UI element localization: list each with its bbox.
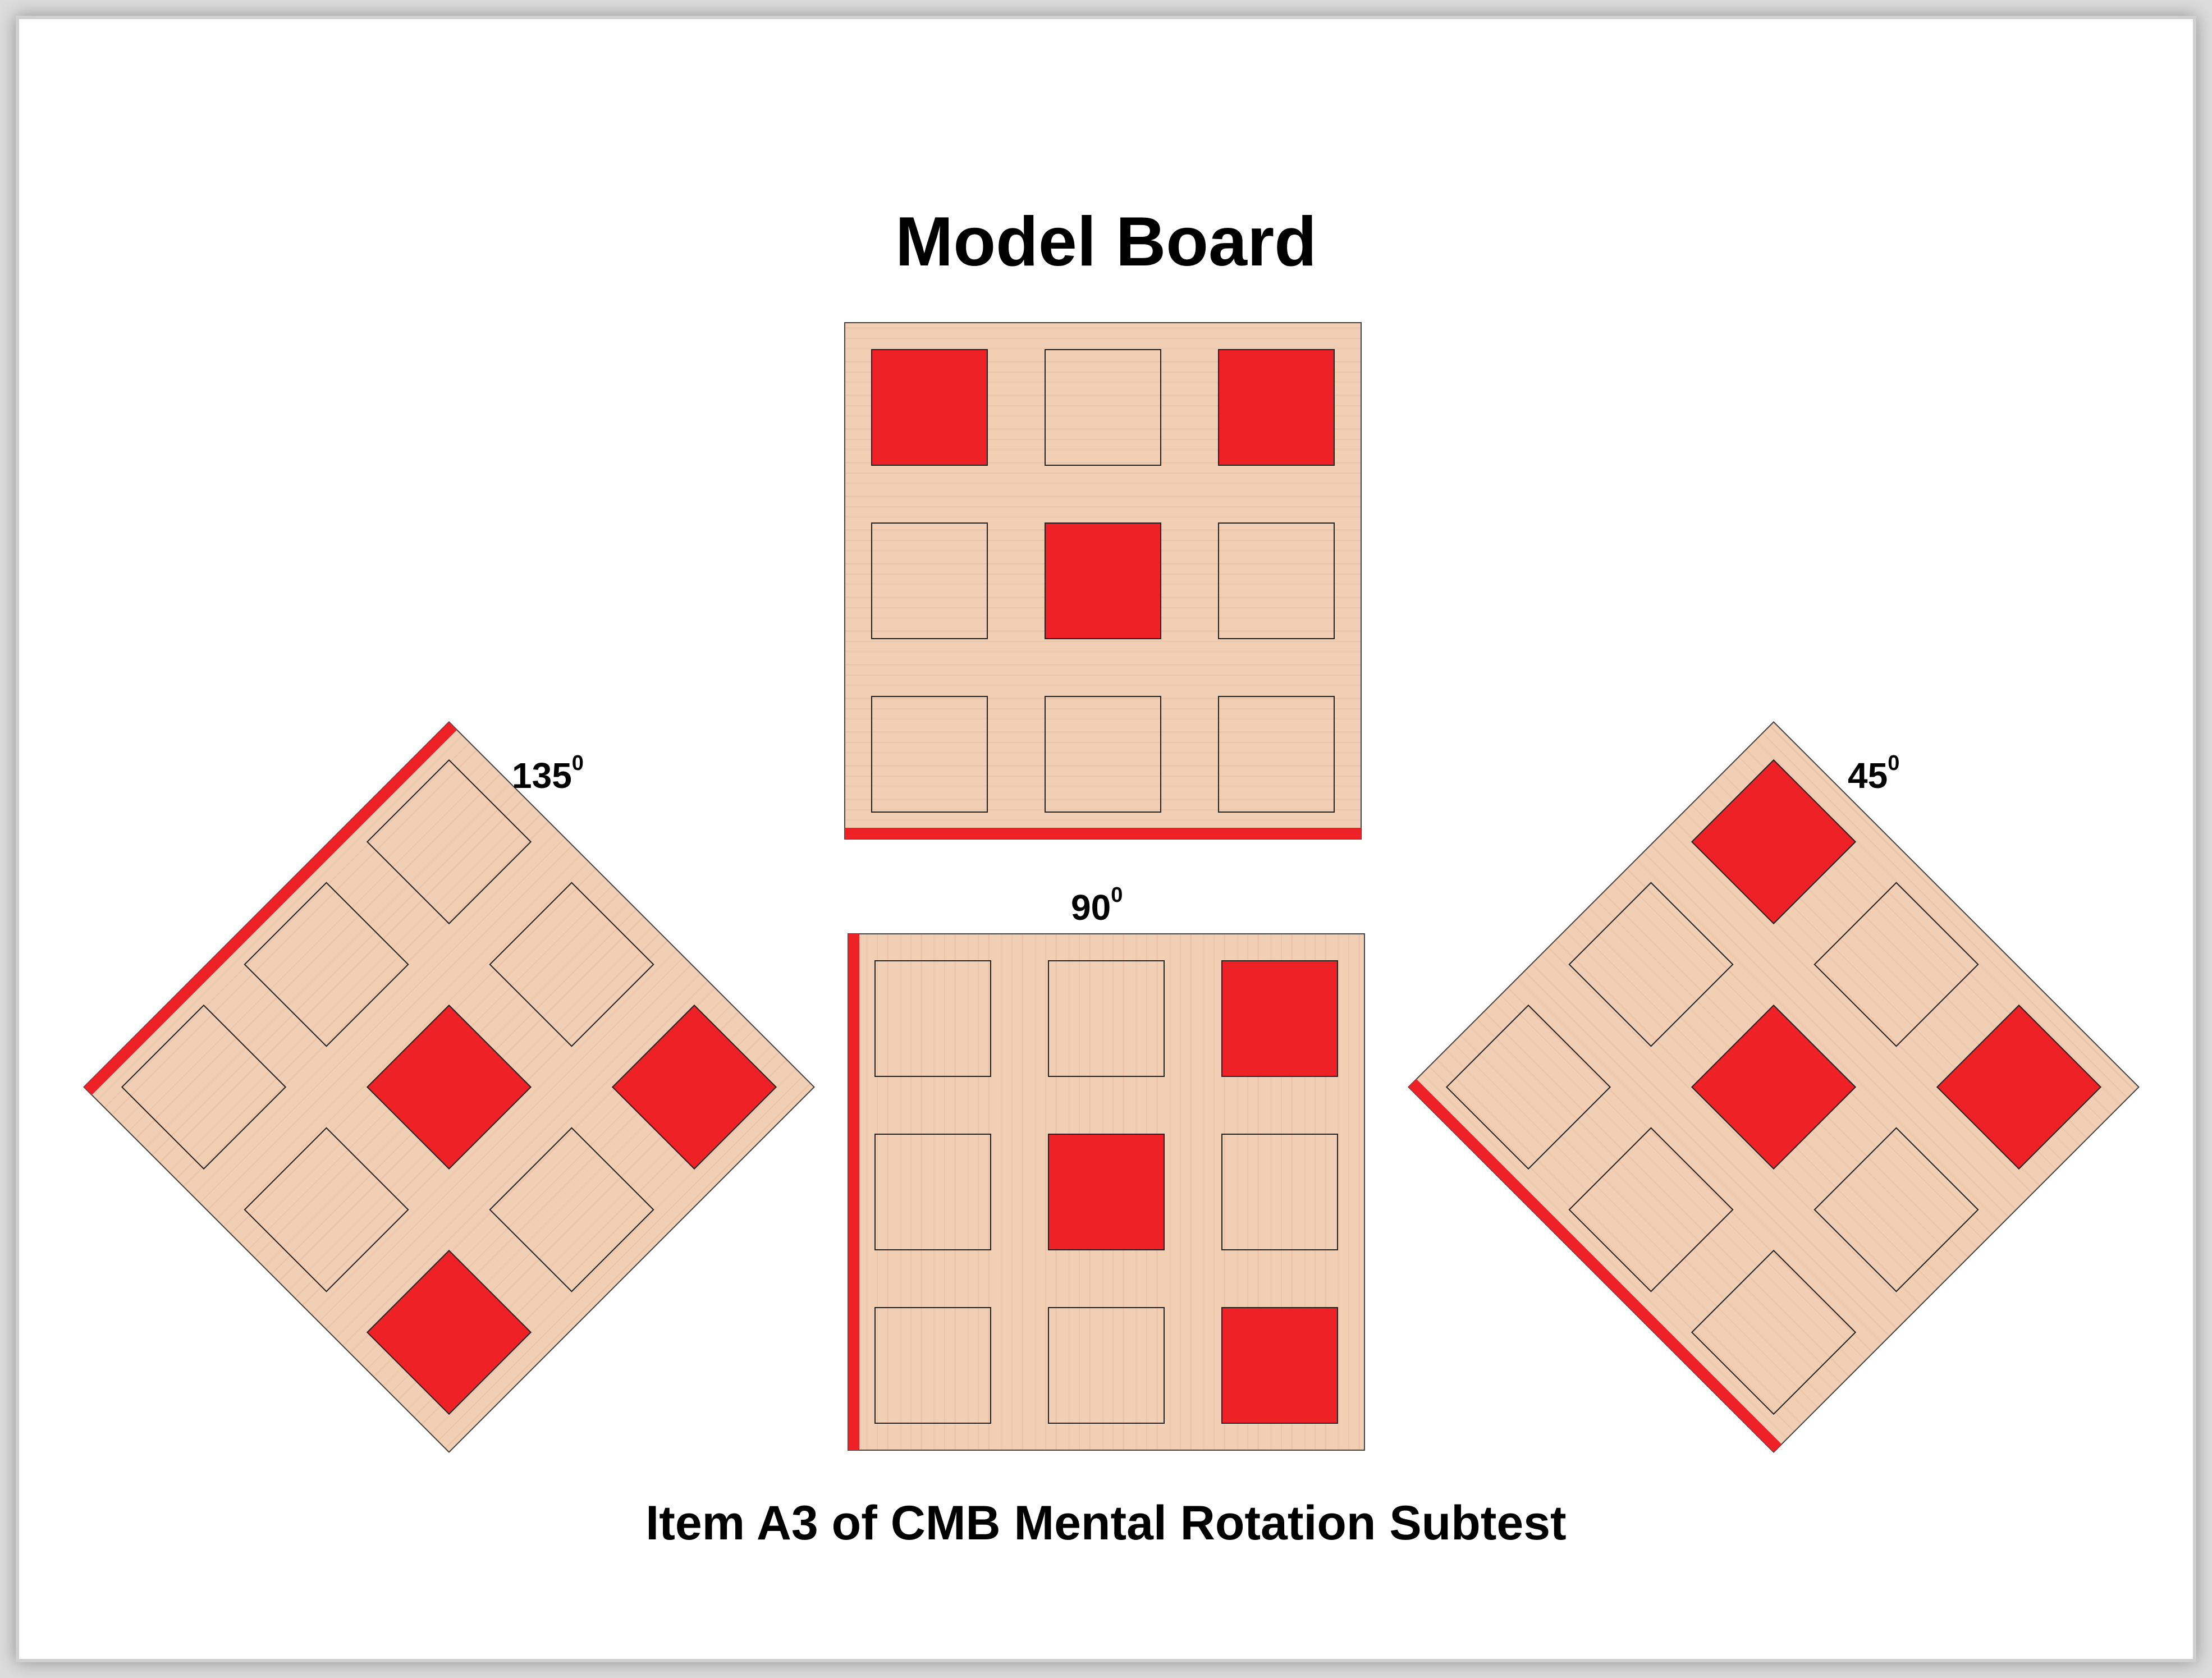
- angle-135-value: 135: [512, 755, 572, 796]
- empty-cell: [244, 1127, 409, 1292]
- model-board-title: Model Board: [895, 203, 1317, 281]
- angle-label-90: 900: [1071, 883, 1123, 928]
- empty-cell: [1813, 882, 1979, 1047]
- figure-caption: Item A3 of CMB Mental Rotation Subtest: [645, 1496, 1567, 1550]
- filled-cell: [1691, 1004, 1857, 1170]
- empty-cell: [874, 1307, 991, 1424]
- empty-cell: [874, 960, 991, 1077]
- marked-edge: [1408, 1079, 1782, 1452]
- angle-45-value: 45: [1848, 755, 1888, 796]
- marked-edge: [848, 934, 859, 1450]
- board-rot-45: [1408, 721, 2140, 1453]
- empty-cell: [1568, 882, 1734, 1047]
- angle-135-unit: 0: [571, 751, 584, 775]
- marked-edge: [845, 828, 1361, 839]
- empty-cell: [244, 882, 409, 1047]
- empty-cell: [874, 1134, 991, 1250]
- filled-cell: [366, 1004, 532, 1170]
- board-model: [844, 322, 1362, 840]
- marked-edge: [84, 722, 457, 1095]
- filled-cell: [1221, 1307, 1338, 1424]
- filled-cell: [1048, 1134, 1165, 1250]
- angle-label-135: 1350: [512, 751, 584, 796]
- empty-cell: [1813, 1127, 1979, 1292]
- angle-45-unit: 0: [1888, 751, 1900, 775]
- filled-cell: [1218, 349, 1335, 466]
- filled-cell: [1936, 1004, 2102, 1170]
- empty-cell: [871, 522, 988, 639]
- angle-90-value: 90: [1071, 887, 1111, 928]
- filled-cell: [1691, 759, 1857, 925]
- empty-cell: [1045, 696, 1161, 813]
- filled-cell: [1045, 522, 1161, 639]
- empty-cell: [1691, 1249, 1857, 1415]
- empty-cell: [1048, 1307, 1165, 1424]
- angle-label-45: 450: [1848, 751, 1899, 796]
- empty-cell: [1218, 696, 1335, 813]
- empty-cell: [871, 696, 988, 813]
- empty-cell: [1445, 1004, 1611, 1170]
- empty-cell: [1218, 522, 1335, 639]
- filled-cell: [871, 349, 988, 466]
- empty-cell: [1221, 1134, 1338, 1250]
- empty-cell: [121, 1004, 287, 1170]
- empty-cell: [1048, 960, 1165, 1077]
- filled-cell: [611, 1004, 777, 1170]
- board-rot-135: [83, 721, 815, 1453]
- angle-90-unit: 0: [1111, 883, 1123, 907]
- board-rot-90: [848, 933, 1365, 1451]
- filled-cell: [1221, 960, 1338, 1077]
- filled-cell: [366, 1249, 532, 1415]
- empty-cell: [489, 882, 654, 1047]
- empty-cell: [1568, 1127, 1734, 1292]
- empty-cell: [1045, 349, 1161, 466]
- empty-cell: [366, 759, 532, 925]
- empty-cell: [489, 1127, 654, 1292]
